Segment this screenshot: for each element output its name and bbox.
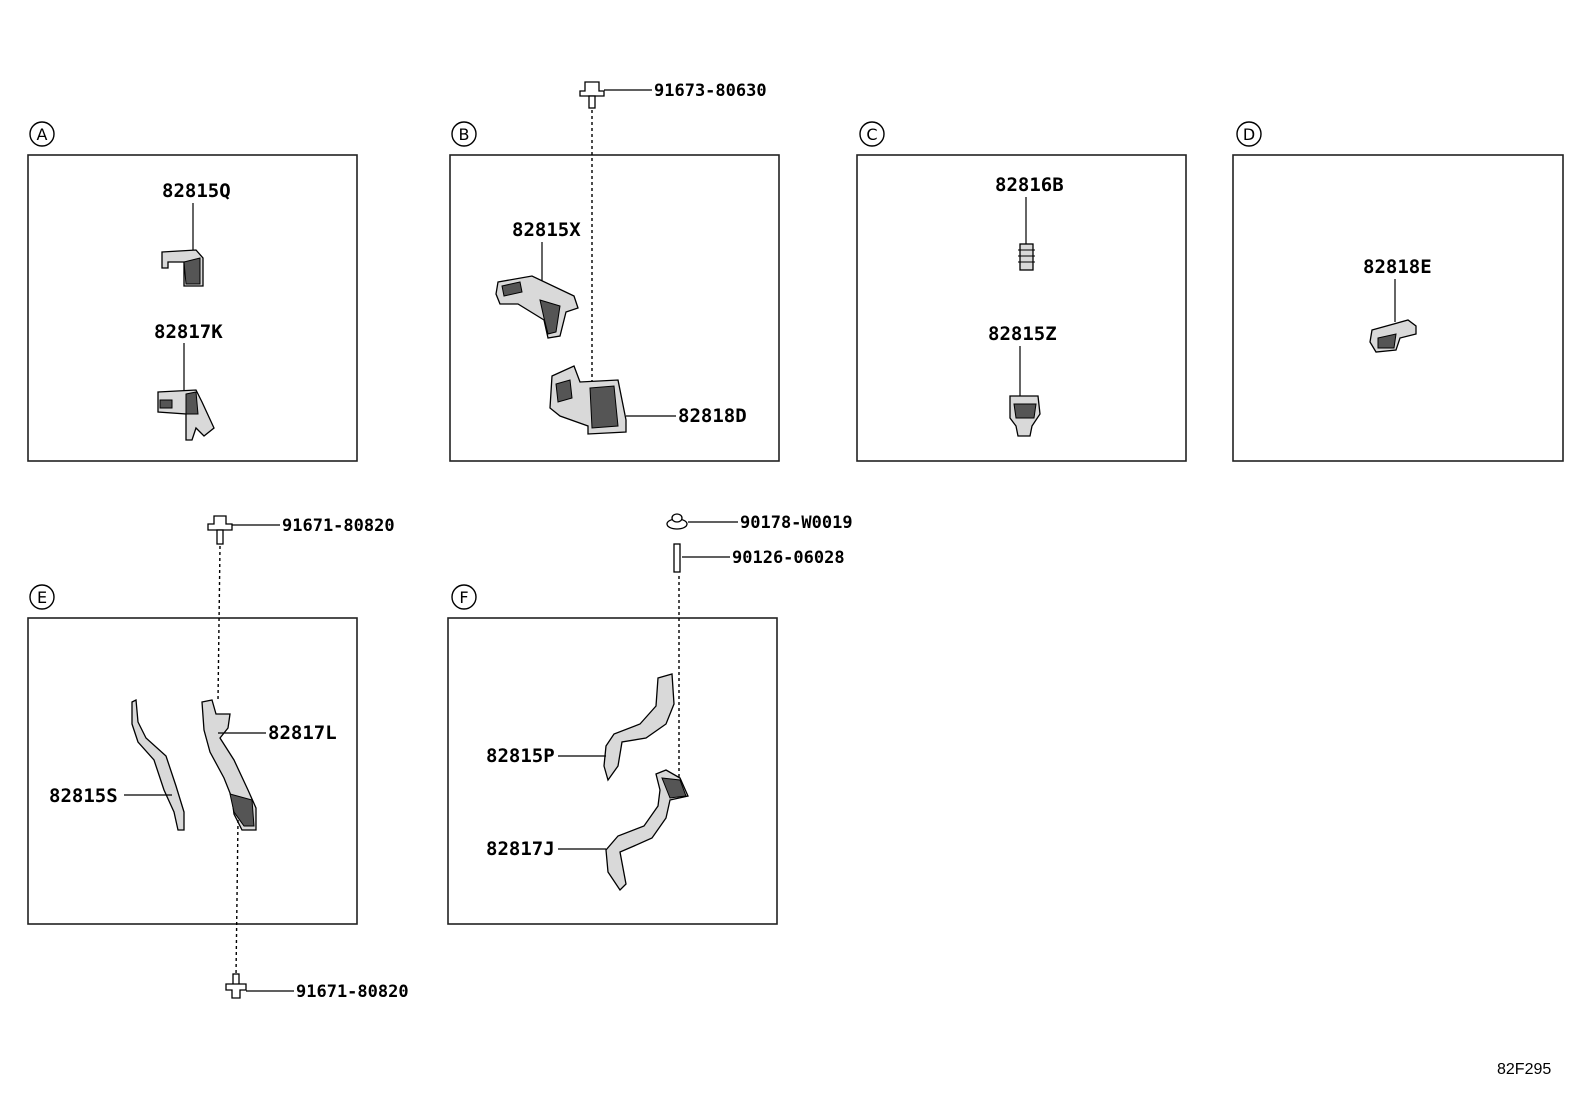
fastener-label-91671-80820-bottom[interactable]: 91671-80820 (296, 982, 409, 1002)
part-82817k-shape[interactable] (157, 389, 215, 441)
fastener-label-91673-80630[interactable]: 91673-80630 (654, 81, 767, 101)
section-a: A 82815Q 82817K (27, 121, 358, 462)
part-82818e-shape[interactable] (1369, 319, 1417, 353)
part-label-82816b[interactable]: 82816B (995, 174, 1064, 196)
part-label-82815x[interactable]: 82815X (512, 219, 581, 241)
section-d-box (1232, 154, 1564, 462)
section-c-box (856, 154, 1187, 462)
section-f: F 90178-W0019 90126-06028 82815P 82817J (447, 513, 853, 925)
fastener-label-90126-06028[interactable]: 90126-06028 (732, 548, 845, 568)
section-c: C 82816B 82815Z (856, 121, 1187, 462)
section-e-label: E (37, 588, 47, 607)
section-e-box (27, 617, 358, 925)
section-d: D 82818E (1232, 121, 1564, 462)
fastener-label-91671-80820-top[interactable]: 91671-80820 (282, 516, 395, 536)
nut-90178-w0019-shape[interactable] (666, 513, 688, 530)
part-label-82817k[interactable]: 82817K (154, 321, 223, 343)
section-a-label: A (37, 125, 48, 144)
section-e-marker (29, 584, 55, 610)
part-label-82815z[interactable]: 82815Z (988, 323, 1057, 345)
diagram-code: 82F295 (1497, 1061, 1551, 1078)
section-d-label: D (1243, 125, 1255, 144)
section-c-label: C (866, 125, 877, 144)
bolt-91671-80820-top-shape[interactable] (207, 515, 233, 545)
part-82815z-shape[interactable] (1009, 395, 1041, 437)
section-f-label: F (459, 588, 468, 607)
part-82815x-shape[interactable] (495, 275, 579, 339)
section-f-marker (451, 584, 477, 610)
part-label-82818e[interactable]: 82818E (1363, 256, 1432, 278)
part-82817l-shape[interactable] (201, 699, 257, 831)
section-b-label: B (459, 125, 470, 144)
section-b: B 91673-80630 82815X 82818D (449, 81, 780, 462)
part-label-82818d[interactable]: 82818D (678, 405, 747, 427)
bolt-91673-80630-shape[interactable] (579, 81, 605, 109)
part-82815p-shape[interactable] (603, 673, 675, 782)
part-label-82817l[interactable]: 82817L (268, 722, 337, 744)
stud-90126-06028-shape[interactable] (673, 543, 681, 573)
part-82818d-shape[interactable] (549, 365, 627, 435)
part-82817j-shape[interactable] (605, 769, 689, 892)
part-label-82815p[interactable]: 82815P (486, 745, 555, 767)
part-82816b-shape[interactable] (1018, 243, 1035, 271)
section-f-box (447, 617, 778, 925)
section-a-box (27, 154, 358, 462)
section-c-marker (859, 121, 885, 147)
fastener-label-90178-w0019[interactable]: 90178-W0019 (740, 513, 853, 533)
section-b-box (449, 154, 780, 462)
part-82815s-shape[interactable] (131, 698, 185, 831)
section-b-marker (451, 121, 477, 147)
section-e: E 91671-80820 82815S 82817L 91671-80 (27, 515, 409, 1002)
section-a-marker (29, 121, 55, 147)
part-label-82815s[interactable]: 82815S (49, 785, 118, 807)
section-d-marker (1236, 121, 1262, 147)
bolt-91671-80820-bottom-shape[interactable] (225, 973, 247, 999)
part-label-82817j[interactable]: 82817J (486, 838, 555, 860)
part-label-82815q[interactable]: 82815Q (162, 180, 231, 202)
part-82815q-shape[interactable] (161, 249, 204, 287)
